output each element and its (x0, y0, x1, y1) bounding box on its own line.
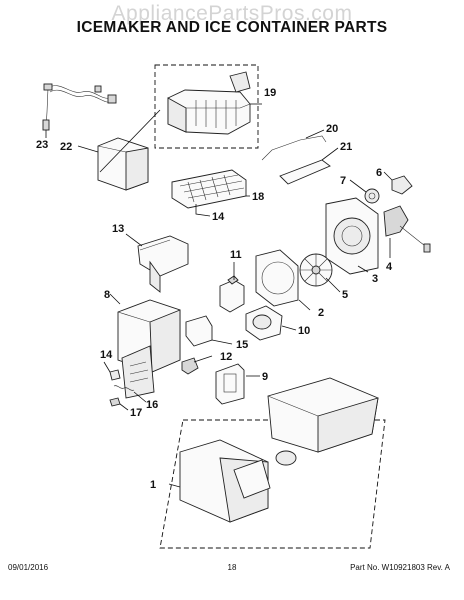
spring-part (113, 385, 135, 391)
leader-line (349, 179, 367, 193)
callout-17: 17 (130, 407, 142, 419)
leader-line (357, 265, 369, 273)
callout-18: 18 (252, 191, 264, 203)
callout-6: 6 (376, 167, 382, 179)
actuator-part (181, 357, 199, 375)
watermark: AppliancePartsPros.com (111, 2, 353, 25)
callout-15: 15 (236, 339, 248, 351)
callout-2: 2 (318, 307, 324, 319)
fan-motor-part (383, 205, 431, 253)
callout-8: 8 (104, 289, 110, 301)
mounting-bracket-part (137, 235, 189, 293)
callout-10: 10 (298, 325, 310, 337)
callout-23: 23 (36, 139, 48, 151)
leader-line (298, 299, 311, 311)
leader-line (281, 325, 297, 331)
callout-16: 16 (146, 399, 158, 411)
icemaker-assembly-part (167, 71, 262, 135)
leader-line (325, 277, 341, 293)
leader-line (109, 293, 121, 305)
callout-11: 11 (230, 249, 242, 261)
bail-cover-part (279, 159, 331, 185)
callout-13: 13 (112, 223, 124, 235)
footer-part-number: Part No. W10921803 Rev. A (350, 563, 450, 572)
callout-3: 3 (372, 273, 378, 285)
icemaker-group-outline (154, 64, 259, 149)
callout-21: 21 (340, 141, 352, 153)
fan-blade-part (299, 253, 333, 287)
leader-line (383, 171, 393, 181)
ice-mold-part (171, 169, 247, 209)
leader-line (211, 339, 233, 345)
motor-mount-part (391, 175, 413, 195)
leader-line (168, 483, 181, 488)
icemaker-cover-part (97, 137, 149, 191)
ice-container-part (179, 377, 379, 523)
callout-1: 1 (150, 479, 156, 491)
leader-line (195, 204, 211, 217)
fan-shroud-part (255, 249, 299, 307)
dispenser-housing-part (117, 299, 181, 399)
footer-page-number: 18 (227, 563, 237, 572)
leader-line (103, 361, 111, 373)
leader-line (99, 109, 161, 173)
callout-19: 19 (264, 87, 276, 99)
callout-14-lower: 14 (100, 349, 113, 361)
leader-line (77, 145, 99, 153)
ice-container-group-outline (159, 419, 386, 549)
callout-20: 20 (326, 123, 338, 135)
footer-date: 09/01/2016 (8, 563, 49, 572)
callout-7: 7 (340, 175, 346, 187)
auger-motor-part (245, 305, 283, 341)
callout-5: 5 (342, 289, 348, 301)
fan-blade-hub-part (364, 188, 380, 204)
wire-harness-part (42, 83, 117, 131)
page-title: ICEMAKER AND ICE CONTAINER PARTS (76, 19, 388, 36)
callout-4: 4 (386, 261, 393, 273)
leader-line (133, 391, 147, 403)
clip-part (109, 369, 121, 381)
control-board-part (215, 363, 245, 405)
leader-line (321, 147, 339, 161)
bail-arm-part (261, 135, 327, 161)
door-bracket-part (185, 315, 213, 347)
callout-14-upper: 14 (212, 211, 225, 223)
switch-part (219, 275, 245, 313)
leader-line (193, 355, 213, 363)
leader-line (305, 129, 325, 139)
leader-line (125, 233, 143, 247)
fan-housing-part (325, 197, 379, 275)
callout-12: 12 (220, 351, 232, 363)
callout-9: 9 (262, 371, 268, 383)
screw-part (109, 397, 121, 407)
leader-line (119, 403, 129, 411)
callout-22: 22 (60, 141, 72, 153)
